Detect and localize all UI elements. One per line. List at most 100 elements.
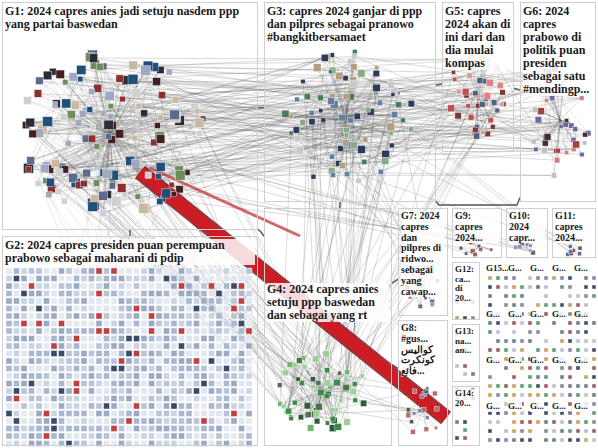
vertex-thumbnail [36,321,42,327]
vertex-thumbnail [551,173,556,178]
vertex-thumbnail [81,283,87,289]
vertex-thumbnail [301,79,305,83]
vertex-thumbnail [179,336,185,342]
vertex-thumbnail [559,124,563,128]
graph-edge [50,169,354,391]
vertex-thumbnail [464,252,467,255]
vertex-thumbnail [194,336,200,342]
vertex-thumbnail [412,412,415,415]
vertex-thumbnail [62,99,71,108]
vertex-thumbnail [317,389,324,396]
vertex-thumbnail [334,379,341,386]
vertex-thumbnail [44,276,50,282]
vertex-thumbnail [544,133,551,140]
vertex-thumbnail [307,425,313,431]
vertex-thumbnail [246,321,252,327]
vertex-thumbnail [24,97,32,105]
vertex-thumbnail [164,336,170,342]
vertex-thumbnail [14,268,20,274]
vertex-thumbnail [149,268,155,274]
vertex-thumbnail [156,276,162,282]
vertex-thumbnail [100,210,107,217]
vertex-thumbnail [224,306,230,312]
vertex-thumbnail [29,276,35,282]
vertex-thumbnail [201,306,207,312]
vertex-thumbnail [81,351,87,357]
vertex-thumbnail [6,351,12,357]
vertex-thumbnail [119,351,125,357]
vertex-thumbnail [14,283,20,289]
vertex-thumbnail [119,343,125,349]
vertex-thumbnail [224,268,230,274]
vertex-thumbnail [104,291,110,297]
vertex-thumbnail [353,398,358,403]
vertex-thumbnail [43,117,53,127]
vertex-thumbnail [329,67,336,74]
graph-edge [307,121,566,157]
vertex-thumbnail [51,328,57,334]
heavy-edge [150,168,300,236]
vertex-thumbnail [351,142,358,149]
graph-edge [287,118,342,412]
vertex-thumbnail [74,276,80,282]
vertex-thumbnail [119,321,125,327]
vertex-thumbnail [74,343,80,349]
vertex-thumbnail [231,276,237,282]
vertex-thumbnail [319,109,323,113]
vertex-thumbnail [171,313,177,319]
vertex-thumbnail [448,105,455,112]
vertex-thumbnail [564,118,568,122]
graph-edge [330,125,580,249]
vertex-thumbnail [44,313,50,319]
vertex-thumbnail [201,336,207,342]
vertex-thumbnail [209,336,215,342]
vertex-thumbnail [473,91,480,98]
vertex-thumbnail [179,298,185,304]
vertex-thumbnail [81,343,87,349]
vertex-thumbnail [495,108,500,113]
vertex-thumbnail [410,420,414,424]
vertex-thumbnail [89,343,95,349]
vertex-thumbnail [350,80,358,88]
vertex-thumbnail [171,298,177,304]
vertex-thumbnail [21,276,27,282]
vertex-thumbnail [216,351,222,357]
vertex-thumbnail [231,306,237,312]
vertex-thumbnail [81,336,87,342]
graph-edge [126,80,368,109]
graph-edge [111,79,555,106]
vertex-thumbnail [74,283,80,289]
vertex-thumbnail [209,276,215,282]
vertex-thumbnail [246,268,252,274]
vertex-thumbnail [209,351,215,357]
vertex-thumbnail [126,351,132,357]
vertex-thumbnail [149,283,155,289]
vertex-thumbnail [321,118,326,123]
vertex-thumbnail [44,321,50,327]
vertex-thumbnail [216,343,222,349]
vertex-thumbnail [375,66,379,70]
vertex-thumbnail [157,198,163,204]
vertex-thumbnail [104,298,110,304]
graph-edge [477,98,582,136]
vertex-thumbnail [171,192,176,197]
vertex-thumbnail [568,245,572,249]
vertex-thumbnail [56,70,64,78]
vertex-thumbnail [119,313,125,319]
vertex-thumbnail [141,306,147,312]
vertex-thumbnail [14,351,20,357]
vertex-thumbnail [481,130,486,135]
vertex-thumbnail [52,100,60,108]
vertex-thumbnail [21,343,27,349]
graph-edge [364,106,468,162]
vertex-thumbnail [156,313,162,319]
vertex-thumbnail [134,283,140,289]
vertex-thumbnail [418,409,422,413]
vertex-thumbnail [216,268,222,274]
vertex-thumbnail [309,119,315,125]
vertex-thumbnail [108,114,114,120]
graph-edge [307,92,502,415]
vertex-thumbnail [21,268,27,274]
vertex-thumbnail [343,384,349,390]
graph-edge [557,143,585,160]
